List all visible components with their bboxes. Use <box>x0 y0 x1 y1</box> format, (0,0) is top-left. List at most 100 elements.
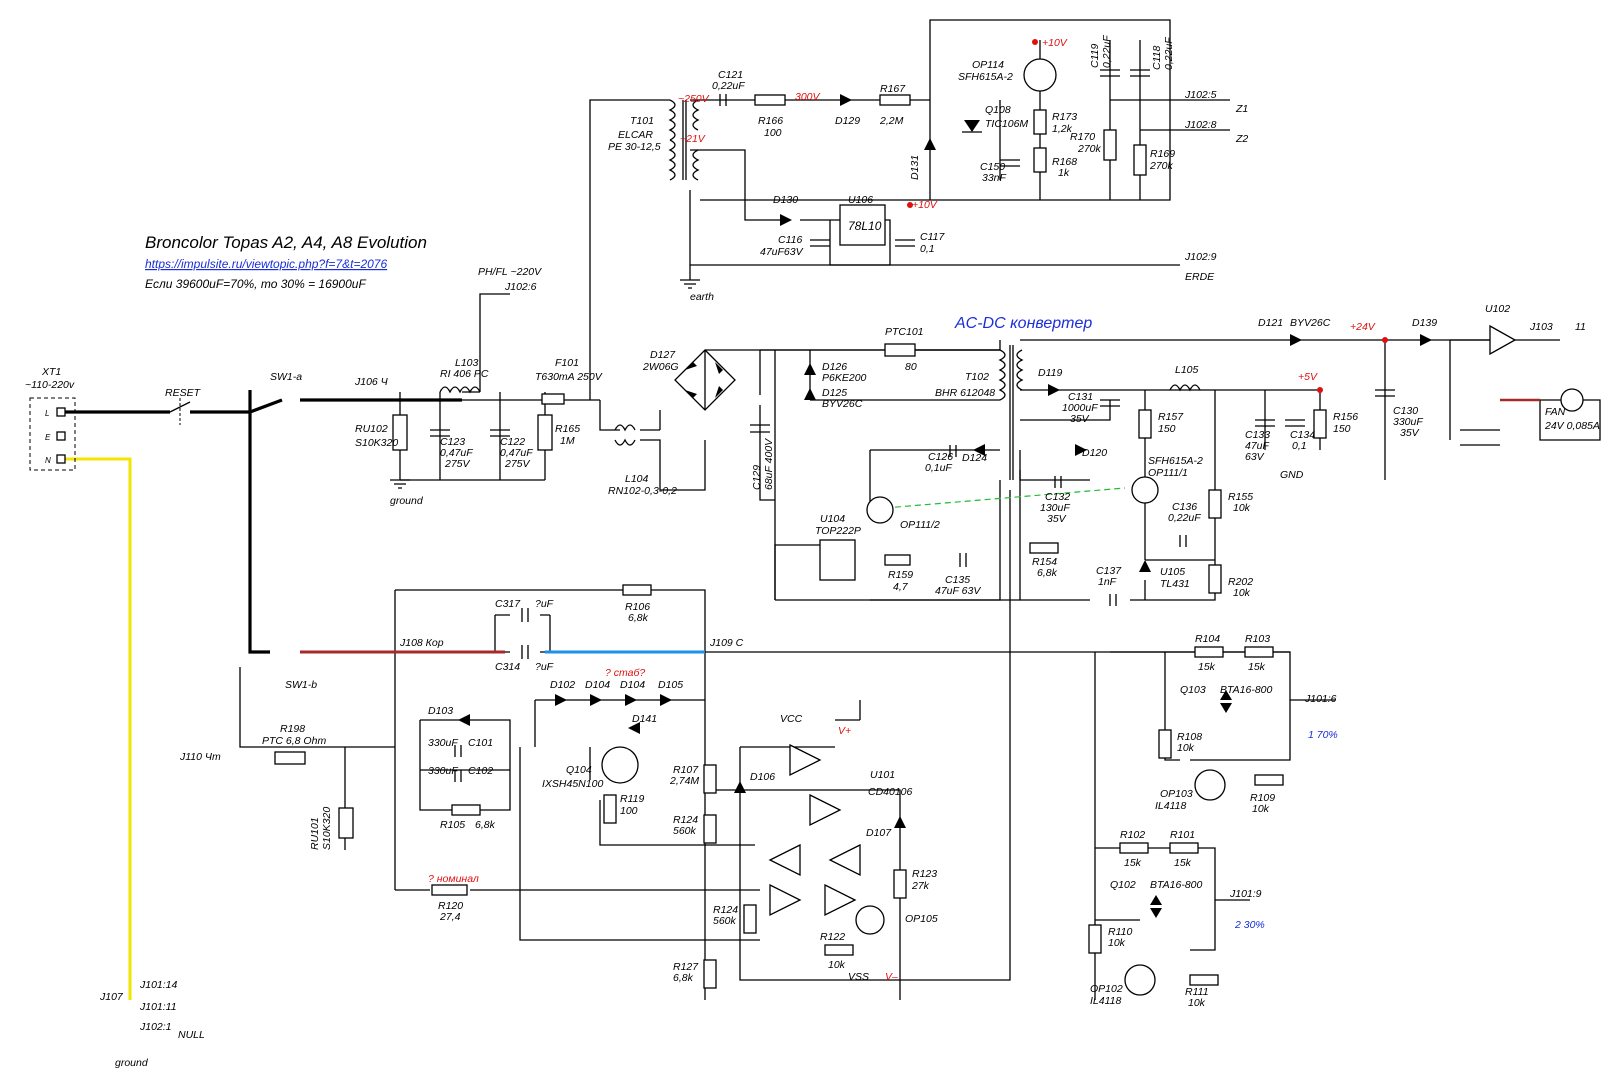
r120-label: R120 <box>438 900 463 912</box>
pin-n: N <box>45 456 51 465</box>
c101-label: C101 <box>468 737 493 749</box>
d127-label: D127 <box>650 349 676 361</box>
r124a-value: 560k <box>673 825 697 837</box>
r155-value: 10k <box>1233 502 1251 514</box>
r109-resistor <box>1254 774 1284 786</box>
r119-label: R119 <box>620 793 644 805</box>
r202-value: 10k <box>1233 587 1251 599</box>
title-main: Broncolor Topas A2, A4, A8 Evolution <box>145 233 427 252</box>
j106-label: J106 Ч <box>354 376 389 388</box>
c129-capacitor <box>750 424 770 433</box>
r105-resistor <box>451 804 481 816</box>
q102-triac <box>1150 895 1162 918</box>
c317-capacitor <box>521 608 529 622</box>
r123-resistor <box>893 869 907 899</box>
u101-value: CD40106 <box>868 786 913 798</box>
u105-reference <box>1139 560 1151 572</box>
erde-label: ERDE <box>1185 271 1215 283</box>
c102-value: 330uF <box>428 765 458 777</box>
z2-label: Z2 <box>1235 133 1248 145</box>
r119-value: 100 <box>620 805 638 817</box>
r123-label: R123 <box>912 868 937 880</box>
c126-capacitor <box>949 445 957 457</box>
op111-1-value: SFH615A-2 <box>1148 455 1203 467</box>
c132-label: C132 <box>1045 491 1070 503</box>
r104-value: 15k <box>1198 661 1216 673</box>
j101-6-label: J101:6 <box>1304 693 1337 705</box>
d126-label: D126 <box>822 361 847 373</box>
d127-value: 2W06G <box>642 361 679 373</box>
d121-diode <box>1290 334 1302 346</box>
c134-label: C134 <box>1290 429 1315 441</box>
t101-maker: ELCAR <box>618 129 653 141</box>
c131-voltage: 35V <box>1070 413 1090 425</box>
d103-label: D103 <box>428 705 453 717</box>
op111-1-label: OP111/1 <box>1148 467 1188 479</box>
j108-label: J108 Кор <box>399 637 444 649</box>
c121-value: 0,22uF <box>712 80 745 92</box>
ru101-label: RU101 <box>309 817 321 850</box>
r157-label: R157 <box>1158 411 1184 423</box>
op103-label: OP103 <box>1160 788 1193 800</box>
q103-triac <box>1220 690 1232 713</box>
c117-value: 0,1 <box>920 243 935 255</box>
r101-resistor <box>1169 842 1199 854</box>
ch1-label: 1 70% <box>1308 729 1338 741</box>
r167-resistor <box>879 94 911 106</box>
c131-label: C131 <box>1068 391 1093 403</box>
d130-diode <box>780 214 792 226</box>
fan-value: 24V 0,085A <box>1544 420 1600 432</box>
r173-resistor <box>1033 109 1047 135</box>
dashed-optocoupler-link <box>884 487 1126 509</box>
c137-capacitor <box>1109 594 1117 606</box>
sw1a-label: SW1-a <box>270 371 302 383</box>
c137-value: 1nF <box>1098 576 1117 588</box>
acdc-label: AC-DC конвертер <box>954 315 1092 332</box>
ru102-label: RU102 <box>355 423 388 435</box>
title-note: Если 39600uF=70%, то 30% = 16900uF <box>145 277 366 291</box>
c314-capacitor <box>521 645 529 659</box>
ru101-varistor <box>338 807 354 839</box>
d124-label: D124 <box>962 452 987 464</box>
r108-resistor <box>1158 729 1172 759</box>
r127-resistor <box>703 959 717 989</box>
title-link[interactable]: https://impulsite.ru/viewtopic.php?f=7&t… <box>145 257 387 271</box>
u101-gate-3 <box>768 843 801 877</box>
r107-resistor <box>703 764 717 794</box>
op102-optotriac <box>1124 964 1156 996</box>
c118-label: C118 <box>1151 46 1163 70</box>
r122-value: 10k <box>828 959 846 971</box>
c150-value: 33nF <box>982 172 1007 184</box>
u101-gate-5 <box>769 883 802 917</box>
d106-label: D106 <box>750 771 775 783</box>
c131-capacitor <box>1100 399 1120 407</box>
l103-inductor <box>439 386 481 394</box>
c126-value: 0,1uF <box>925 462 952 474</box>
f101-value: T630mA 250V <box>535 371 603 383</box>
r111-resistor <box>1189 974 1219 986</box>
ptc101-thermistor <box>884 343 916 357</box>
r167-label: R167 <box>880 83 906 95</box>
r169-resistor <box>1133 144 1147 176</box>
vcc-label: VCC <box>780 713 803 725</box>
r198-ptc <box>274 751 306 765</box>
r157-resistor <box>1138 409 1152 439</box>
c134-value: 0,1 <box>1292 440 1307 452</box>
c123-value: 0,47uF <box>440 447 473 459</box>
r198-label: R198 <box>280 723 305 735</box>
d102-label: D102 <box>550 679 575 691</box>
op103-value: IL4118 <box>1155 800 1186 812</box>
xt1-label: XT1 <box>41 366 61 378</box>
d125-value: BYV26C <box>822 398 863 410</box>
u101-gate-6 <box>824 883 857 917</box>
r156-value: 150 <box>1333 423 1351 435</box>
d102-diode <box>555 694 567 706</box>
op105-label: OP105 <box>905 913 938 925</box>
r165-label: R165 <box>555 423 580 435</box>
d127-bridge <box>685 362 723 398</box>
c135-value: 47uF 63V <box>935 585 981 597</box>
c121-capacitor <box>719 94 727 106</box>
d141-diode <box>628 722 640 734</box>
q104-label: Q104 <box>566 764 592 776</box>
